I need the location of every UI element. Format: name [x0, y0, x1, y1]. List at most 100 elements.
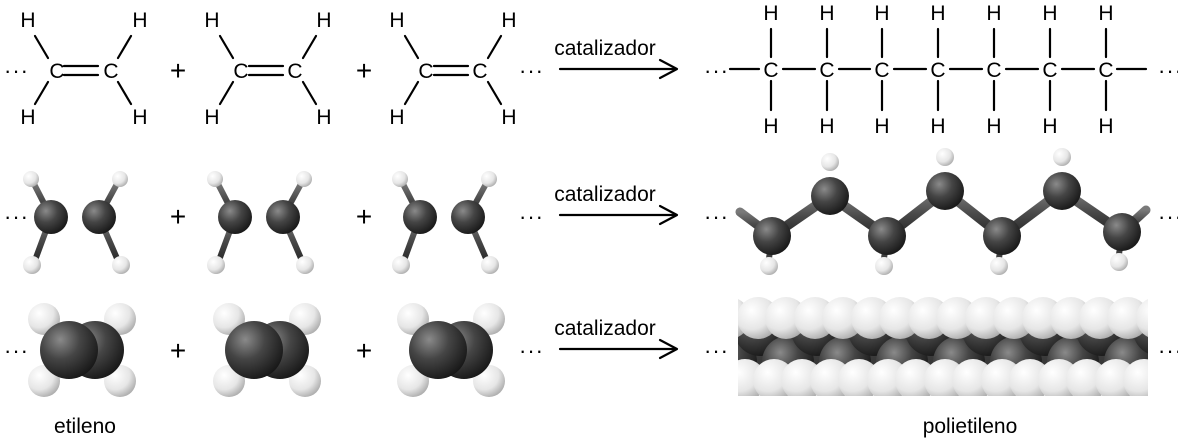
carbon-symbol: C [819, 59, 834, 82]
hydrogen-symbol: H [501, 106, 516, 129]
continuation-dots: ··· [1158, 338, 1178, 363]
continuation-dots: ··· [1158, 58, 1178, 83]
carbon-atom [983, 217, 1021, 255]
carbon-symbol: C [418, 60, 433, 83]
hydrogen-symbol: H [874, 2, 889, 25]
carbon-symbol: C [874, 59, 889, 82]
plus-sign: + [356, 201, 372, 232]
hydrogen-symbol: H [1042, 115, 1057, 138]
hydrogen-symbol: H [132, 106, 147, 129]
carbon-atom [409, 321, 467, 379]
carbon-symbol: C [233, 60, 248, 83]
continuation-dots: ··· [1158, 204, 1178, 229]
hydrogen-atom [1136, 299, 1148, 337]
hydrogen-symbol: H [763, 2, 778, 25]
hydrogen-symbol: H [930, 2, 945, 25]
plus-sign: + [170, 201, 186, 232]
hydrogen-symbol: H [986, 115, 1001, 138]
hydrogen-symbol: H [763, 115, 778, 138]
continuation-dots: ··· [4, 58, 29, 83]
hydrogen-atom [207, 256, 225, 274]
carbon-symbol: C [472, 60, 487, 83]
carbon-symbol: C [49, 60, 64, 83]
hydrogen-symbol: H [986, 2, 1001, 25]
hydrogen-symbol: H [316, 106, 331, 129]
hydrogen-atom [696, 359, 738, 401]
hydrogen-symbol: H [1098, 2, 1113, 25]
hydrogen-atom [936, 148, 954, 166]
hydrogen-symbol: H [204, 9, 219, 32]
hydrogen-atom [1107, 297, 1148, 339]
hydrogen-atom [481, 256, 499, 274]
hydrogen-symbol: H [930, 115, 945, 138]
continuation-dots: ··· [519, 58, 544, 83]
continuation-dots: ··· [4, 204, 29, 229]
continuation-dots: ··· [704, 204, 729, 229]
hydrogen-symbol: H [20, 106, 35, 129]
hydrogen-atom [680, 297, 722, 339]
hydrogen-atom [112, 256, 130, 274]
hydrogen-atom [993, 297, 1035, 339]
catalyst-label: catalizador [554, 183, 656, 206]
hydrogen-symbol: H [874, 115, 889, 138]
hydrogen-atom [481, 171, 497, 187]
continuation-dots: ··· [4, 338, 29, 363]
ethylene-structural: C C H H H H [204, 9, 331, 129]
ethylene-space-filling [397, 303, 505, 397]
hydrogen-atom [112, 171, 128, 187]
carbon-atom [926, 172, 964, 210]
carbon-atom [451, 200, 485, 234]
catalyst-label: catalizador [554, 37, 656, 60]
carbon-symbol: C [930, 59, 945, 82]
hydrogen-atom [1110, 253, 1128, 271]
hydrogen-atom [879, 297, 921, 339]
product-name-label: polietileno [923, 415, 1018, 438]
hydrogen-atom [207, 171, 223, 187]
hydrogen-symbol: H [1042, 2, 1057, 25]
carbon-atom [811, 177, 849, 215]
hydrogen-atom [875, 257, 893, 275]
ethylene-space-filling [213, 303, 321, 397]
polyethylene-ball-and-stick [735, 148, 1151, 275]
carbon-atom [1103, 213, 1141, 251]
plus-sign: + [356, 335, 372, 366]
reaction-arrow: catalizador [554, 183, 679, 226]
hydrogen-symbol: H [389, 9, 404, 32]
carbon-symbol: C [1042, 59, 1057, 82]
carbon-symbol: C [986, 59, 1001, 82]
hydrogen-atom [23, 256, 41, 274]
carbon-symbol: C [287, 60, 302, 83]
continuation-dots: ··· [519, 338, 544, 363]
hydrogen-symbol: H [1098, 115, 1113, 138]
hydrogen-atom [392, 171, 408, 187]
ethylene-ball-and-stick [23, 171, 130, 274]
hydrogen-atom [765, 297, 807, 339]
carbon-symbol: C [763, 59, 778, 82]
row-ball-and-stick: ··· + + ··· catalizador ··· ··· [4, 148, 1178, 275]
row-space-filling: ··· + + ··· catalizador ··· ··· [4, 297, 1178, 401]
reactant-name-label: etileno [54, 415, 116, 438]
carbon-atom [82, 200, 116, 234]
carbon-atom [1043, 172, 1081, 210]
hydrogen-symbol: H [819, 2, 834, 25]
carbon-atom [403, 200, 437, 234]
plus-sign: + [170, 55, 186, 86]
hydrogen-atom [990, 257, 1008, 275]
hydrogen-atom [296, 256, 314, 274]
carbon-atom [266, 200, 300, 234]
hydrogen-symbol: H [20, 9, 35, 32]
hydrogen-symbol: H [501, 9, 516, 32]
continuation-dots: ··· [704, 338, 729, 363]
hydrogen-atom [760, 257, 778, 275]
plus-sign: + [170, 335, 186, 366]
reaction-arrow: catalizador [554, 37, 679, 80]
plus-sign: + [356, 55, 372, 86]
catalyst-label: catalizador [554, 317, 656, 340]
carbon-atom [40, 321, 98, 379]
hydrogen-atom [296, 171, 312, 187]
carbon-atom [753, 217, 791, 255]
ethylene-structural: C C H H H H [389, 9, 516, 129]
